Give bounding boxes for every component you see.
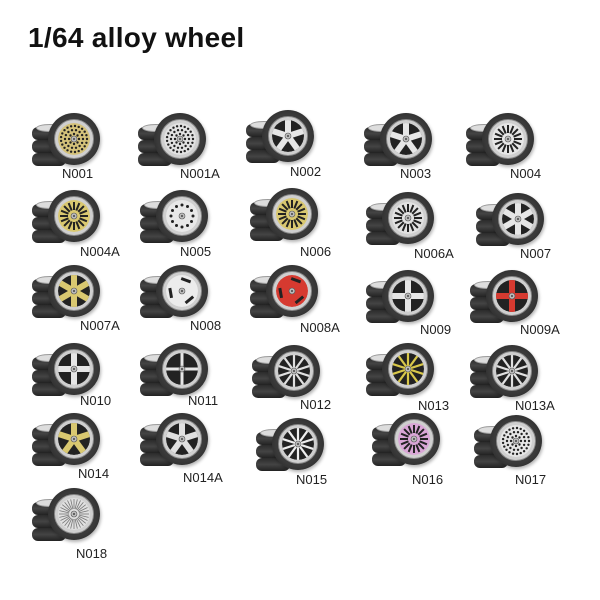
wheel-code-label: N014 (78, 466, 110, 481)
wheel-code-label: N001 (62, 166, 94, 181)
wheel-item (250, 265, 350, 341)
wheel-icon (266, 188, 318, 240)
wheel-item (138, 113, 238, 189)
wheel-icon (382, 270, 434, 322)
wheel-item (366, 192, 466, 268)
wheel-code-label: N001A (180, 166, 220, 181)
wheel-icon (48, 343, 100, 395)
wheel-code-label: N017 (515, 472, 547, 487)
wheel-code-label: N004A (80, 244, 120, 259)
wheel-icon (48, 190, 100, 242)
wheel-icon (156, 413, 208, 465)
wheel-item (364, 113, 464, 189)
wheel-icon (154, 113, 206, 165)
wheel-code-label: N006 (300, 244, 332, 259)
wheel-item (32, 113, 132, 189)
wheel-code-label: N006A (414, 246, 454, 261)
wheel-item (32, 488, 132, 564)
wheel-icon (268, 345, 320, 397)
wheel-icon (388, 413, 440, 465)
wheel-item (32, 190, 132, 266)
wheel-code-label: N015 (296, 472, 328, 487)
wheel-item (252, 345, 352, 421)
wheel-item (372, 413, 472, 489)
wheel-code-label: N018 (76, 546, 108, 561)
wheel-code-label: N002 (290, 164, 322, 179)
wheel-item (470, 345, 570, 421)
wheel-item (366, 343, 466, 419)
wheel-icon (490, 415, 542, 467)
wheel-icon (272, 418, 324, 470)
wheel-item (466, 113, 566, 189)
wheel-code-label: N013 (418, 398, 450, 413)
wheel-item (140, 343, 240, 419)
wheel-item (246, 110, 346, 186)
wheel-item (32, 413, 132, 489)
wheel-code-label: N008A (300, 320, 340, 335)
wheel-code-label: N016 (412, 472, 444, 487)
wheel-item (32, 265, 132, 341)
wheel-code-label: N008 (190, 318, 222, 333)
wheel-icon (48, 413, 100, 465)
wheel-item (474, 415, 574, 491)
wheel-icon (482, 113, 534, 165)
wheel-icon (48, 265, 100, 317)
wheel-code-label: N010 (80, 393, 112, 408)
wheel-icon (48, 488, 100, 540)
wheel-code-label: N012 (300, 397, 332, 412)
wheel-code-label: N009 (420, 322, 452, 337)
wheel-item (476, 193, 576, 269)
wheel-icon (48, 113, 100, 165)
wheel-code-label: N007A (80, 318, 120, 333)
wheel-icon (380, 113, 432, 165)
wheel-icon (262, 110, 314, 162)
wheel-code-label: N004 (510, 166, 542, 181)
wheel-code-label: N009A (520, 322, 560, 337)
wheel-icon (156, 265, 208, 317)
wheel-item (32, 343, 132, 419)
wheel-icon (156, 343, 208, 395)
wheel-item (256, 418, 356, 494)
wheel-code-label: N014A (183, 470, 223, 485)
wheel-icon (382, 343, 434, 395)
wheel-icon (492, 193, 544, 245)
wheel-item (140, 265, 240, 341)
wheel-code-label: N003 (400, 166, 432, 181)
wheel-item (470, 270, 570, 346)
wheel-code-label: N013A (515, 398, 555, 413)
wheel-icon (486, 345, 538, 397)
wheel-code-label: N007 (520, 246, 552, 261)
wheel-code-label: N005 (180, 244, 212, 259)
wheel-item (366, 270, 466, 346)
wheel-item (140, 413, 240, 489)
wheel-icon (382, 192, 434, 244)
wheel-code-label: N011 (188, 393, 219, 408)
wheel-item (140, 190, 240, 266)
page-title: 1/64 alloy wheel (28, 22, 245, 53)
wheel-icon (156, 190, 208, 242)
wheel-item (250, 188, 350, 264)
wheel-icon (486, 270, 538, 322)
wheel-icon (266, 265, 318, 317)
